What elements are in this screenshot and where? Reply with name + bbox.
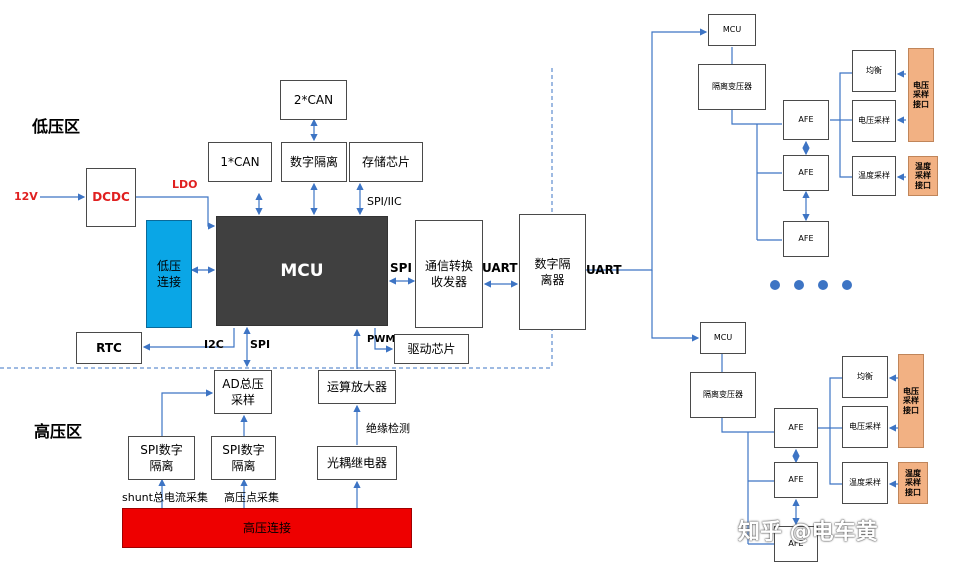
slave-top-temp-sampling-box: 温度采样 xyxy=(852,156,896,196)
slave-bottom-voltage-interface: 电压 采样 接口 xyxy=(898,354,924,448)
ellipsis-dot xyxy=(794,280,804,290)
slave-top-temp-interface: 温度 采样 接口 xyxy=(908,156,938,196)
dcdc-box: DCDC xyxy=(86,168,136,227)
slave-bottom-afe-3: AFE xyxy=(774,526,818,562)
slave-top-transformer-box: 隔离变压器 xyxy=(698,64,766,110)
i2c-label: I2C xyxy=(204,338,224,351)
ad-sampling-box: AD总压 采样 xyxy=(214,370,272,414)
photo-relay-box: 光耦继电器 xyxy=(317,446,397,480)
high-voltage-zone-label: 高压区 xyxy=(34,422,83,441)
slave-bottom-temp-interface: 温度 采样 接口 xyxy=(898,462,928,504)
ellipsis-dot xyxy=(770,280,780,290)
spi-right-label: SPI xyxy=(390,261,412,275)
shunt-current-label: shunt总电流采集 xyxy=(122,491,208,504)
slave-top-balance-box: 均衡 xyxy=(852,50,896,92)
insulation-detect-label: 绝缘检测 xyxy=(366,422,410,435)
slave-top-afe-3: AFE xyxy=(783,221,829,257)
uart-label-1: UART xyxy=(482,261,518,275)
slave-bottom-temp-sampling-box: 温度采样 xyxy=(842,462,888,504)
slave-top-voltage-interface: 电压 采样 接口 xyxy=(908,48,934,142)
low-voltage-zone-label: 低压区 xyxy=(32,117,81,136)
spi-isolation-box-1: SPI数字 隔离 xyxy=(128,436,195,480)
spi-iic-label: SPI/IIC xyxy=(367,195,402,208)
slave-top-voltage-sampling-box: 电压采样 xyxy=(852,100,896,142)
slave-bottom-voltage-sampling-box: 电压采样 xyxy=(842,406,888,448)
slave-top-mcu-box: MCU xyxy=(708,14,756,46)
op-amp-box: 运算放大器 xyxy=(318,370,396,404)
rtc-box: RTC xyxy=(76,332,142,364)
slave-bottom-transformer-box: 隔离变压器 xyxy=(690,372,756,418)
slave-bottom-balance-box: 均衡 xyxy=(842,356,888,398)
slave-bottom-afe-1: AFE xyxy=(774,408,818,448)
digital-isolator-box: 数字隔 离器 xyxy=(519,214,586,330)
pwm-label: PWM xyxy=(367,334,396,345)
lv-connect-box: 低压 连接 xyxy=(146,220,192,328)
uart-label-2: UART xyxy=(586,263,622,277)
ellipsis-dot xyxy=(842,280,852,290)
spi-isolation-box-2: SPI数字 隔离 xyxy=(211,436,276,480)
driver-chip-box: 驱动芯片 xyxy=(394,334,469,364)
slave-top-afe-2: AFE xyxy=(783,155,829,191)
hv-connect-box: 高压连接 xyxy=(122,508,412,548)
storage-chip-box: 存储芯片 xyxy=(349,142,423,182)
main-mcu-box: MCU xyxy=(216,216,388,326)
input-12v-label: 12V xyxy=(14,190,38,203)
hv-point-label: 高压点采集 xyxy=(224,491,279,504)
watermark: 知乎 @电车黄 xyxy=(738,520,878,545)
ellipsis-dot xyxy=(818,280,828,290)
digital-isolation-box: 数字隔离 xyxy=(281,142,347,182)
can2-box: 2*CAN xyxy=(280,80,347,120)
slave-bottom-afe-2: AFE xyxy=(774,462,818,498)
slave-top-afe-1: AFE xyxy=(783,100,829,140)
spi-bottom-label: SPI xyxy=(250,338,271,351)
ldo-label: LDO xyxy=(172,178,198,191)
can1-box: 1*CAN xyxy=(208,142,272,182)
comm-transceiver-box: 通信转换 收发器 xyxy=(415,220,483,328)
slave-bottom-mcu-box: MCU xyxy=(700,322,746,354)
